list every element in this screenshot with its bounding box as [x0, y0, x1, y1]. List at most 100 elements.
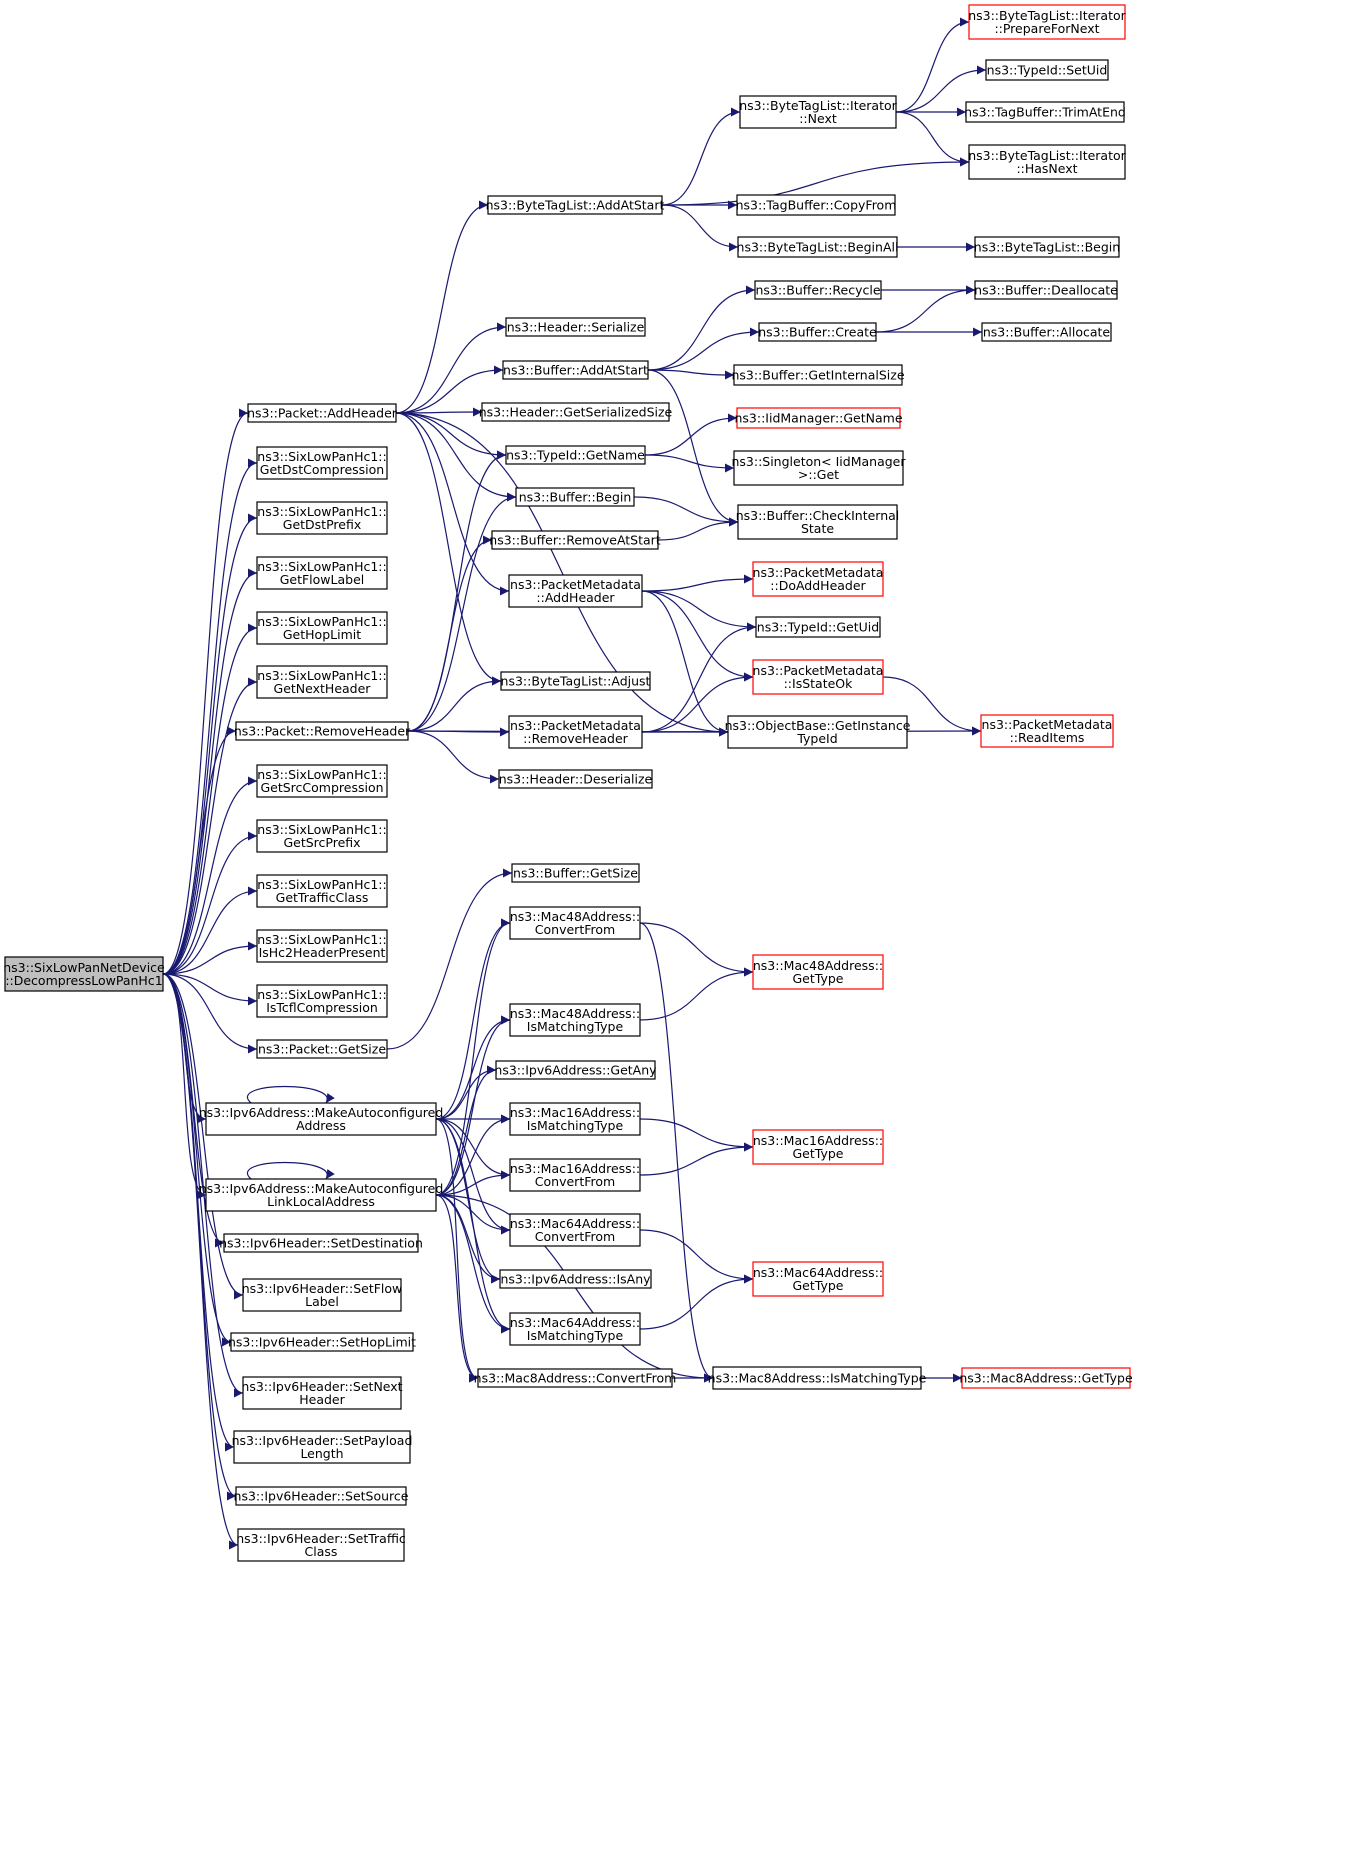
node-iidm_getname[interactable]: ns3::IidManager::GetName [734, 407, 903, 429]
edge-ipv6_makeauto-to-mac64_convert [435, 1118, 511, 1235]
node-box [502, 360, 649, 380]
node-mac48_ismatch[interactable]: ns3::Mac48Address::IsMatchingType [509, 1003, 641, 1037]
edge-root-to-hc1_gettrafficclass [162, 886, 258, 975]
node-btl_beginall[interactable]: ns3::ByteTagList::BeginAll [737, 236, 899, 258]
node-btl_adjust[interactable]: ns3::ByteTagList::Adjust [500, 671, 651, 691]
node-mac16_ismatch[interactable]: ns3::Mac16Address::IsMatchingType [509, 1102, 641, 1136]
node-ipv6_isany[interactable]: ns3::Ipv6Address::IsAny [499, 1269, 652, 1289]
node-mac48_gettype[interactable]: ns3::Mac48Address::GetType [752, 954, 884, 990]
node-label: ::DoAddHeader [770, 578, 866, 593]
node-pm_doaddheader[interactable]: ns3::PacketMetadata::DoAddHeader [752, 561, 884, 597]
node-hc1_getdstprefix[interactable]: ns3::SixLowPanHc1::GetDstPrefix [256, 501, 388, 535]
node-hc1_getnextheader[interactable]: ns3::SixLowPanHc1::GetNextHeader [256, 665, 388, 699]
node-hdr_serialize[interactable]: ns3::Header::Serialize [505, 317, 646, 337]
edge-ipv6_makeauto-to-ipv6_makeauto [247, 1085, 335, 1104]
node-box [737, 504, 898, 540]
node-hc1_ishc2[interactable]: ns3::SixLowPanHc1::IsHc2HeaderPresent [256, 929, 388, 963]
node-buf_deallocate[interactable]: ns3::Buffer::Deallocate [974, 280, 1118, 300]
node-label: ns3::PacketMetadata [510, 718, 641, 733]
node-box [974, 280, 1118, 300]
node-hc1_gettrafficclass[interactable]: ns3::SixLowPanHc1::GetTrafficClass [256, 874, 388, 908]
node-box [755, 616, 881, 638]
node-box [737, 236, 898, 258]
node-btli_hasnext[interactable]: ns3::ByteTagList::Iterator::HasNext [968, 144, 1127, 180]
node-label: GetDstPrefix [283, 517, 361, 532]
node-btl_begin[interactable]: ns3::ByteTagList::Begin [974, 236, 1120, 258]
edge-pkt_addheader-to-buf_addatstart [395, 365, 504, 414]
node-box [509, 1003, 641, 1037]
node-pm_readitems[interactable]: ns3::PacketMetadata::ReadItems [980, 714, 1114, 748]
node-mac64_convert[interactable]: ns3::Mac64Address::ConvertFrom [509, 1213, 641, 1247]
node-buf_begin[interactable]: ns3::Buffer::Begin [515, 487, 635, 507]
node-mac16_gettype[interactable]: ns3::Mac16Address::GetType [752, 1129, 884, 1165]
node-box [256, 611, 388, 645]
node-pkt_getsize[interactable]: ns3::Packet::GetSize [256, 1039, 388, 1059]
node-mac8_gettype[interactable]: ns3::Mac8Address::GetType [959, 1367, 1133, 1389]
node-hc1_getsrccomp[interactable]: ns3::SixLowPanHc1::GetSrcCompression [256, 764, 388, 798]
node-label: ::Next [799, 111, 837, 126]
node-buf_addatstart[interactable]: ns3::Buffer::AddAtStart [502, 360, 649, 380]
node-pkt_addheader[interactable]: ns3::Packet::AddHeader [247, 403, 398, 423]
node-pm_isstateok[interactable]: ns3::PacketMetadata::IsStateOk [752, 659, 884, 695]
node-tagbuf_copyfrom[interactable]: ns3::TagBuffer::CopyFrom [736, 194, 897, 216]
node-hdr_getsersize[interactable]: ns3::Header::GetSerializedSize [479, 402, 673, 422]
node-buf_getinternalsize[interactable]: ns3::Buffer::GetInternalSize [731, 364, 905, 386]
node-singleton_get[interactable]: ns3::Singleton< IidManager>::Get [731, 450, 906, 486]
node-buf_removeatstart[interactable]: ns3::Buffer::RemoveAtStart [489, 530, 661, 550]
node-ipv6_makeautoll[interactable]: ns3::Ipv6Address::MakeAutoconfiguredLink… [199, 1178, 444, 1212]
edge-ipv6_makeautoll-to-mac16_ismatch [435, 1114, 511, 1196]
node-typeid_setuid[interactable]: ns3::TypeId::SetUid [985, 59, 1109, 81]
edge-root-to-hc1_istcfl [162, 973, 258, 1006]
node-buf_getsize[interactable]: ns3::Buffer::GetSize [511, 863, 640, 883]
node-hc1_getdstcomp[interactable]: ns3::SixLowPanHc1::GetDstCompression [256, 446, 388, 480]
node-buf_recycle[interactable]: ns3::Buffer::Recycle [754, 280, 882, 300]
node-mac16_convert[interactable]: ns3::Mac16Address::ConvertFrom [509, 1158, 641, 1192]
node-box [509, 1102, 641, 1136]
node-ipv6h_setsource[interactable]: ns3::Ipv6Header::SetSource [234, 1486, 409, 1506]
node-btl_addatstart[interactable]: ns3::ByteTagList::AddAtStart [486, 195, 665, 215]
node-mac64_ismatch[interactable]: ns3::Mac64Address::IsMatchingType [509, 1312, 641, 1346]
node-mac48_convert[interactable]: ns3::Mac48Address::ConvertFrom [509, 906, 641, 940]
node-pm_addheader[interactable]: ns3::PacketMetadata::AddHeader [508, 574, 643, 608]
node-mac8_ismatch[interactable]: ns3::Mac8Address::IsMatchingType [708, 1366, 927, 1390]
node-mac8_convert[interactable]: ns3::Mac8Address::ConvertFrom [474, 1368, 677, 1388]
node-box [256, 1039, 388, 1059]
node-hc1_getsrcprefix[interactable]: ns3::SixLowPanHc1::GetSrcPrefix [256, 819, 388, 853]
node-label: ns3::TypeId::SetUid [987, 63, 1108, 78]
node-buf_allocate[interactable]: ns3::Buffer::Allocate [981, 322, 1112, 342]
node-btli_next[interactable]: ns3::ByteTagList::Iterator::Next [739, 95, 898, 129]
node-buf_create[interactable]: ns3::Buffer::Create [758, 322, 877, 342]
node-ipv6h_setdest[interactable]: ns3::Ipv6Header::SetDestination [219, 1233, 423, 1253]
node-typeid_getname[interactable]: ns3::TypeId::GetName [505, 445, 646, 465]
node-pkt_removeheader[interactable]: ns3::Packet::RemoveHeader [234, 721, 411, 741]
node-label: ns3::Ipv6Header::SetHopLimit [228, 1335, 416, 1350]
node-btli_prepare[interactable]: ns3::ByteTagList::Iterator::PrepareForNe… [968, 4, 1127, 40]
node-label: ns3::Buffer::Allocate [983, 325, 1111, 340]
node-ipv6_makeauto[interactable]: ns3::Ipv6Address::MakeAutoconfiguredAddr… [199, 1102, 444, 1136]
edge-mac64_ismatch-to-mac64_gettype [639, 1274, 754, 1330]
node-box [727, 715, 908, 749]
node-label: ns3::SixLowPanHc1:: [257, 559, 386, 574]
node-hdr_deserialize[interactable]: ns3::Header::Deserialize [498, 769, 653, 789]
node-hc1_getflowlabel[interactable]: ns3::SixLowPanHc1::GetFlowLabel [256, 556, 388, 590]
node-box [961, 1367, 1131, 1389]
node-box [487, 195, 663, 215]
edge-root-to-hc1_getdstcomp [162, 458, 258, 975]
node-mac64_gettype[interactable]: ns3::Mac64Address::GetType [752, 1261, 884, 1297]
node-ipv6h_sethop[interactable]: ns3::Ipv6Header::SetHopLimit [228, 1332, 416, 1352]
node-label: GetNextHeader [274, 681, 372, 696]
node-pm_removeheader[interactable]: ns3::PacketMetadata::RemoveHeader [508, 715, 643, 749]
node-tagbuf_trim[interactable]: ns3::TagBuffer::TrimAtEnd [964, 101, 1126, 123]
node-label: ns3::SixLowPanHc1:: [257, 614, 386, 629]
node-typeid_getuid[interactable]: ns3::TypeId::GetUid [755, 616, 881, 638]
node-ipv6_getany[interactable]: ns3::Ipv6Address::GetAny [494, 1060, 657, 1080]
edge-root-to-hc1_gethoplimit [162, 623, 258, 975]
node-hc1_gethoplimit[interactable]: ns3::SixLowPanHc1::GetHopLimit [256, 611, 388, 645]
node-hc1_istcfl[interactable]: ns3::SixLowPanHc1::IsTcflCompression [256, 984, 388, 1018]
